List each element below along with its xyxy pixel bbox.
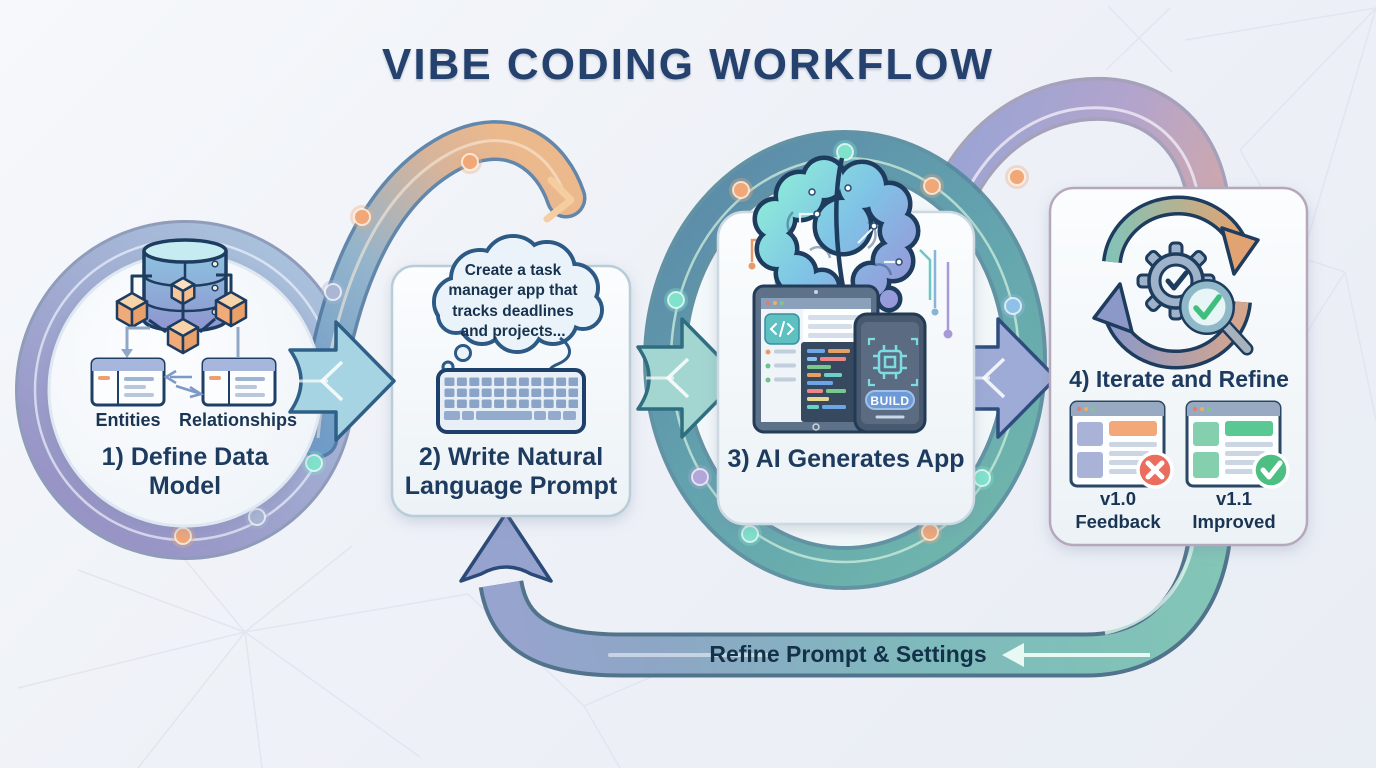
thought-bubble-text: Create a task manager app that tracks de… [448, 262, 578, 341]
relationships-label: Relationships [178, 410, 298, 430]
node-dot-icon [1004, 297, 1022, 315]
flow-arc-dots [171, 150, 482, 548]
entities-label: Entities [95, 410, 161, 430]
node-dot-icon [691, 468, 709, 486]
node-dot-icon [667, 291, 685, 309]
magnifier-icon [1179, 279, 1254, 356]
arrow-step1-to-step2 [288, 320, 396, 442]
chevron-arrow-icon [543, 176, 575, 223]
iterate-cycle-icon [1092, 195, 1260, 370]
node-dot-icon [461, 153, 479, 171]
v2-improved-label: v1.1 Improved [1192, 488, 1276, 533]
thought-cloud-icon [432, 234, 604, 374]
phone-icon [853, 312, 927, 434]
check-icon [1193, 294, 1222, 320]
node-dot-icon [923, 177, 941, 195]
node-dot-icon [921, 523, 939, 541]
cube-node-icon [214, 290, 248, 328]
node-dot-icon [732, 181, 750, 199]
step3-label: 3) AI Generates App [727, 445, 965, 473]
return-loop-arrowhead [459, 511, 553, 583]
page-title: VIBE CODING WORKFLOW [382, 40, 994, 89]
cube-node-icon [115, 291, 149, 329]
error-badge-icon [1136, 451, 1174, 489]
relation-arrows-icon [163, 369, 205, 399]
node-dot-icon [324, 283, 342, 301]
node-dot-icon [353, 208, 371, 226]
success-badge-icon [1252, 451, 1290, 489]
node-dot-icon [1008, 168, 1026, 186]
left-arrowhead-icon [1002, 643, 1024, 667]
cube-node-icon [166, 317, 200, 355]
build-button-pill [865, 390, 915, 410]
node-dot-icon [174, 527, 192, 545]
v1-browser-icon [1069, 400, 1174, 489]
node-dot-icon [248, 508, 266, 526]
node-dot-icon [836, 143, 854, 161]
step4-label: 4) Iterate and Refine [1069, 366, 1289, 392]
keyboard-icon [436, 336, 586, 434]
return-loop-label: Refine Prompt & Settings [709, 641, 987, 667]
check-icon [1165, 270, 1189, 291]
node-dot-icon [741, 525, 759, 543]
node-dot-icon [973, 469, 991, 487]
step3-ring-dots [664, 140, 1025, 546]
v1-feedback-label: v1.0 Feedback [1075, 488, 1161, 533]
build-button-label: BUILD [870, 394, 910, 408]
cube-nodes [115, 273, 248, 355]
entity-tables [90, 326, 277, 407]
step2-label: 2) Write Natural Language Prompt [404, 443, 618, 500]
return-loop-top-arc [931, 76, 1230, 300]
node-dot-icon [305, 454, 323, 472]
flow-arc-step1 [297, 120, 587, 459]
v2-browser-icon [1185, 400, 1290, 489]
chip-icon [867, 337, 919, 387]
step1-label: 1) Define Data Model [101, 443, 269, 500]
cube-node-icon [170, 276, 196, 306]
entity-table-icon [90, 357, 166, 407]
tablet-icon [752, 284, 880, 434]
entity-table-icon [201, 357, 277, 407]
